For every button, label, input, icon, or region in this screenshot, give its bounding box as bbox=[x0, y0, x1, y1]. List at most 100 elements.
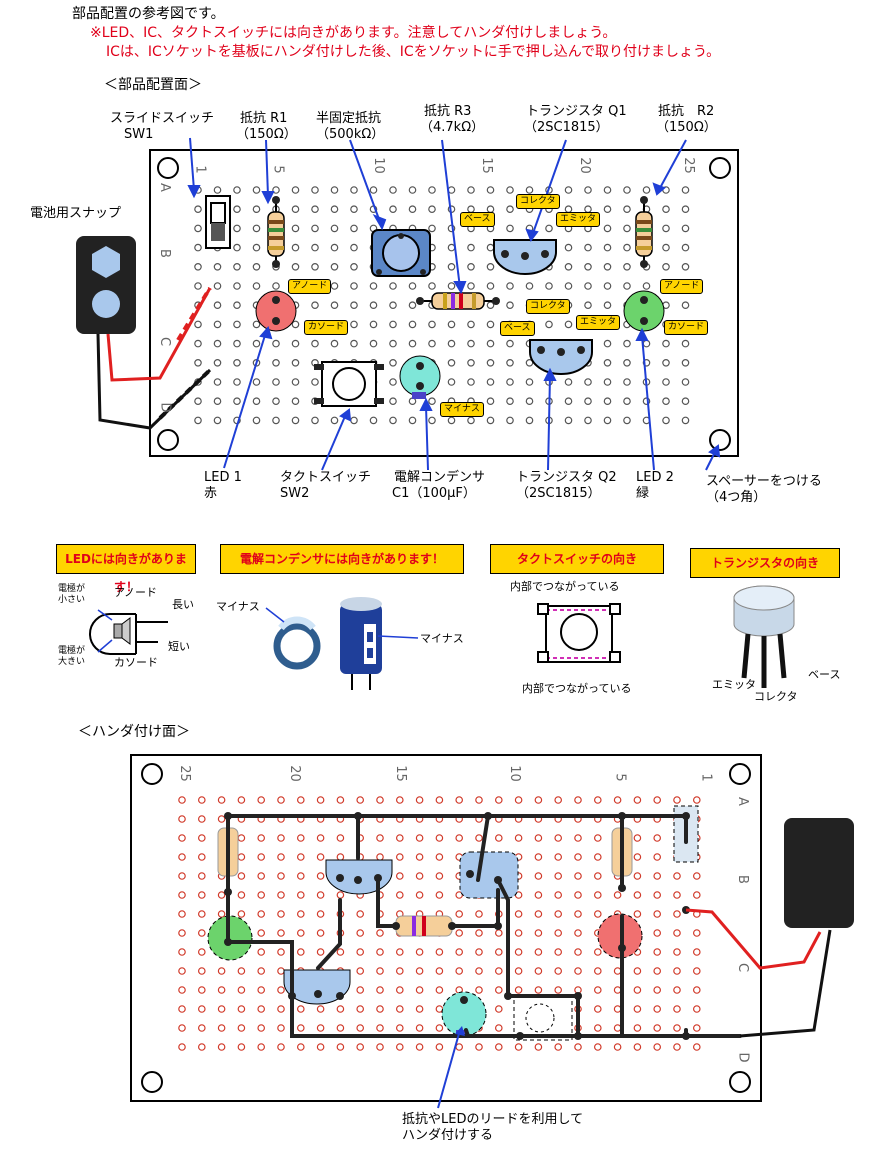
pcb-hole bbox=[475, 1043, 483, 1051]
pcb-hole bbox=[277, 910, 285, 918]
pcb-hole bbox=[506, 397, 514, 406]
callout-r1-name: 抵抗 R1 bbox=[240, 111, 288, 126]
pcb-hole bbox=[350, 186, 358, 194]
pcb-hole bbox=[336, 796, 345, 804]
pcb-hole bbox=[296, 853, 305, 861]
pcb-hole bbox=[435, 967, 444, 975]
pcb-hole bbox=[316, 910, 325, 918]
pcb-hole bbox=[415, 834, 424, 842]
tag-cathode-led2: カソード bbox=[664, 320, 709, 335]
bottom-col-25: 25 bbox=[176, 765, 192, 782]
warning-note-1: ※LED、IC、タクトスイッチには向きがあります。注意してハンダ付けしましょう。 bbox=[90, 25, 617, 41]
bottom-row-a: A bbox=[734, 797, 750, 806]
bottom-col-5: 5 bbox=[612, 773, 628, 782]
pcb-hole bbox=[494, 796, 503, 804]
pcb-hole bbox=[574, 872, 582, 880]
pcb-hole bbox=[467, 320, 475, 329]
pcb-hole bbox=[194, 243, 202, 252]
pcb-hole bbox=[692, 986, 701, 994]
pcb-hole bbox=[653, 872, 662, 880]
pcb-hole bbox=[514, 796, 523, 804]
pcb-hole bbox=[633, 1024, 642, 1032]
pcb-hole bbox=[350, 301, 358, 310]
pcb-hole bbox=[272, 378, 280, 386]
pcb-hole bbox=[613, 1005, 622, 1013]
pcb-hole bbox=[653, 1024, 662, 1032]
pcb-hole bbox=[613, 986, 622, 994]
pcb-hole bbox=[178, 1043, 186, 1051]
pcb-hole bbox=[330, 339, 339, 348]
pcb-hole bbox=[447, 378, 456, 386]
pcb-hole bbox=[506, 186, 514, 194]
pcb-hole bbox=[291, 416, 300, 425]
pcb-hole bbox=[252, 320, 261, 329]
pcb-hole bbox=[593, 1005, 602, 1013]
pcb-hole bbox=[653, 853, 662, 861]
pcb-hole bbox=[336, 1024, 345, 1032]
pcb-hole bbox=[389, 397, 397, 406]
pcb-hole bbox=[376, 834, 384, 842]
pcb-hole bbox=[534, 929, 543, 937]
pcb-hole bbox=[653, 1005, 662, 1013]
pcb-hole bbox=[257, 1024, 266, 1032]
pcb-hole bbox=[389, 416, 397, 425]
pcb-hole bbox=[428, 339, 436, 348]
pcb-hole bbox=[194, 358, 202, 367]
tag-emitter-q1: エミッタ bbox=[556, 212, 601, 227]
pcb-hole bbox=[376, 948, 384, 956]
pcb-hole bbox=[554, 796, 563, 804]
pcb-hole bbox=[296, 834, 305, 842]
pcb-hole bbox=[564, 186, 573, 194]
pcb-hole bbox=[198, 910, 206, 918]
pcb-hole bbox=[213, 186, 222, 194]
battery-snap-bottom-icon bbox=[784, 818, 854, 928]
pcb-hole bbox=[494, 834, 503, 842]
pcb-hole bbox=[692, 929, 701, 937]
pcb-hole bbox=[296, 910, 305, 918]
pcb-hole bbox=[272, 186, 280, 194]
pcb-hole bbox=[653, 967, 662, 975]
pcb-hole bbox=[237, 834, 246, 842]
pcb-hole bbox=[277, 967, 285, 975]
pcb-hole bbox=[198, 796, 206, 804]
pcb-hole bbox=[545, 320, 553, 329]
pcb-hole bbox=[435, 872, 444, 880]
pcb-hole bbox=[272, 282, 280, 290]
pcb-hole bbox=[376, 796, 384, 804]
pcb-hole bbox=[692, 1024, 701, 1032]
pcb-hole bbox=[178, 1005, 186, 1013]
pcb-hole bbox=[574, 834, 582, 842]
pcb-hole bbox=[350, 339, 358, 348]
pcb-hole bbox=[350, 224, 358, 233]
pcb-hole bbox=[277, 948, 285, 956]
pcb-hole bbox=[653, 1043, 662, 1051]
pcb-hole bbox=[395, 1005, 404, 1013]
pcb-hole bbox=[257, 796, 266, 804]
pcb-hole bbox=[389, 320, 397, 329]
pcb-hole bbox=[653, 796, 662, 804]
pcb-hole bbox=[350, 320, 358, 329]
pcb-hole bbox=[613, 967, 622, 975]
pcb-hole bbox=[296, 948, 305, 956]
pcb-hole bbox=[233, 224, 241, 233]
pcb-hole bbox=[435, 1024, 444, 1032]
pcb-hole bbox=[455, 929, 464, 937]
pcb-hole bbox=[574, 796, 582, 804]
pcb-hole bbox=[486, 282, 495, 290]
pcb-hole bbox=[237, 1005, 246, 1013]
pcb-hole bbox=[395, 796, 404, 804]
pcb-hole bbox=[467, 262, 475, 271]
pcb-hole bbox=[692, 891, 701, 899]
pcb-hole bbox=[330, 282, 339, 290]
pcb-hole bbox=[316, 1024, 325, 1032]
pcb-hole bbox=[330, 243, 339, 252]
pcb-hole bbox=[415, 1043, 424, 1051]
pcb-hole bbox=[681, 224, 690, 233]
pcb-hole bbox=[506, 416, 514, 425]
pcb-hole bbox=[455, 834, 464, 842]
pcb-hole bbox=[593, 910, 602, 918]
callout-vr-name: 半固定抵抗 bbox=[316, 111, 382, 126]
pcb-hole bbox=[415, 1024, 424, 1032]
pcb-hole bbox=[467, 186, 475, 194]
